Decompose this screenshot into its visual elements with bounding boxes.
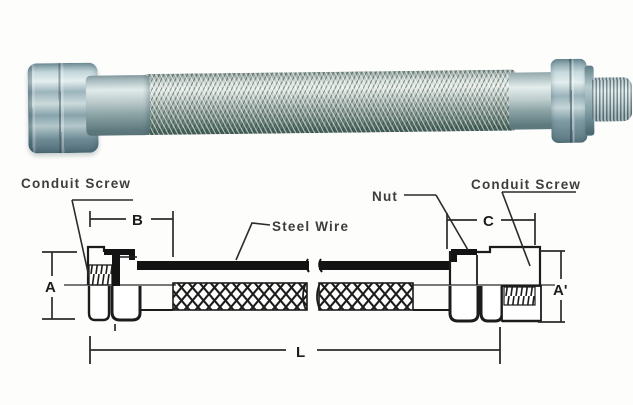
left-fitting (86, 245, 142, 331)
threaded-tip-right (591, 77, 633, 122)
label-steel-wire: Steel Wire (272, 219, 349, 234)
dimension-l (89, 327, 501, 364)
dim-c-label: C (483, 213, 494, 230)
leader-conduit-screw-left (71, 199, 133, 278)
leader-conduit-screw-right (501, 191, 576, 267)
right-fitting (448, 245, 542, 323)
dimension-b (89, 211, 174, 257)
dimension-a (42, 251, 77, 320)
braided-hose-body (143, 69, 517, 136)
union-nut-right (550, 58, 588, 144)
label-conduit-screw-right: Conduit Screw (471, 177, 581, 192)
dimension-c (446, 213, 536, 249)
technical-drawing: A A' B C L Conduit Screw Steel Wire (21, 176, 581, 364)
dim-l-label: L (296, 344, 305, 361)
ferrule-right (508, 72, 556, 130)
leader-nut (404, 194, 469, 251)
dim-a-label: A (45, 279, 56, 296)
hose-photo (27, 46, 633, 157)
label-nut: Nut (372, 189, 398, 204)
ferrule-left (85, 75, 151, 136)
leader-steel-wire (235, 222, 271, 261)
braid-crosshatch (140, 282, 450, 311)
dim-a-prime-label: A' (553, 282, 567, 299)
dimension-a-prime (538, 250, 565, 323)
label-conduit-screw-left: Conduit Screw (21, 176, 131, 191)
steel-wire-band (137, 258, 450, 273)
dim-b-label: B (132, 212, 143, 229)
